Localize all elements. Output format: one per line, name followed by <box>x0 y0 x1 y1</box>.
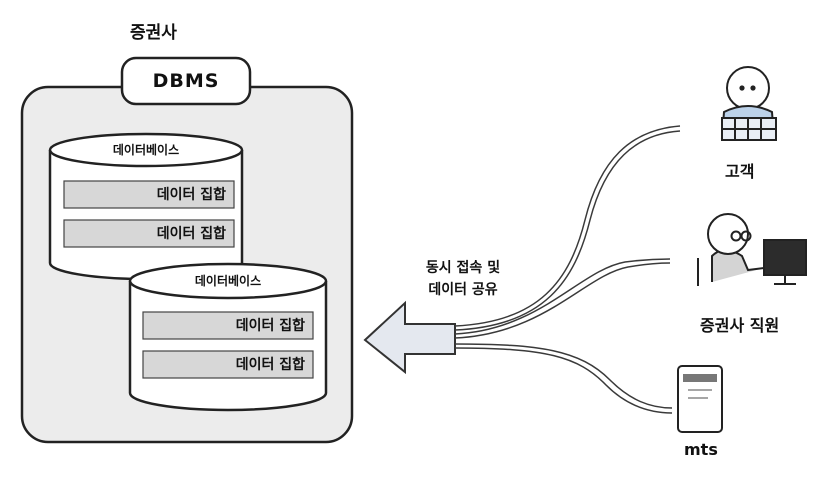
staff-icon <box>697 213 807 286</box>
data-set-2-2-label: 데이터 집합 <box>235 357 305 373</box>
dbms-tab <box>120 56 252 106</box>
data-set-1-2-box <box>63 219 235 248</box>
data-set-1-1-label: 데이터 집합 <box>156 187 226 203</box>
data-set-2-1-label: 데이터 집합 <box>235 318 305 334</box>
shared-access-arrow <box>363 300 456 375</box>
dbms-label: DBMS <box>152 70 220 92</box>
data-set-2-2-box <box>142 350 314 379</box>
data-set-2-1-box <box>142 311 314 340</box>
database-1-label: 데이터베이스 <box>112 143 180 157</box>
data-set-1-2-label: 데이터 집합 <box>156 226 226 242</box>
connection-cables <box>454 125 681 414</box>
arrow-caption: 동시 접속 및 데이터 공유 <box>398 257 528 301</box>
mobile-label: mts <box>684 440 718 459</box>
database-2-label: 데이터베이스 <box>194 274 262 288</box>
data-set-1-1-box <box>63 180 235 209</box>
arrow-caption-line-2: 데이터 공유 <box>428 282 498 298</box>
customer-label: 고객 <box>725 162 755 181</box>
staff-label: 증권사 직원 <box>700 316 780 335</box>
mobile-device-icon <box>677 365 723 433</box>
arrow-caption-line-1: 동시 접속 및 <box>425 260 501 276</box>
customer-icon <box>720 66 777 141</box>
page-title: 증권사 <box>130 23 177 43</box>
